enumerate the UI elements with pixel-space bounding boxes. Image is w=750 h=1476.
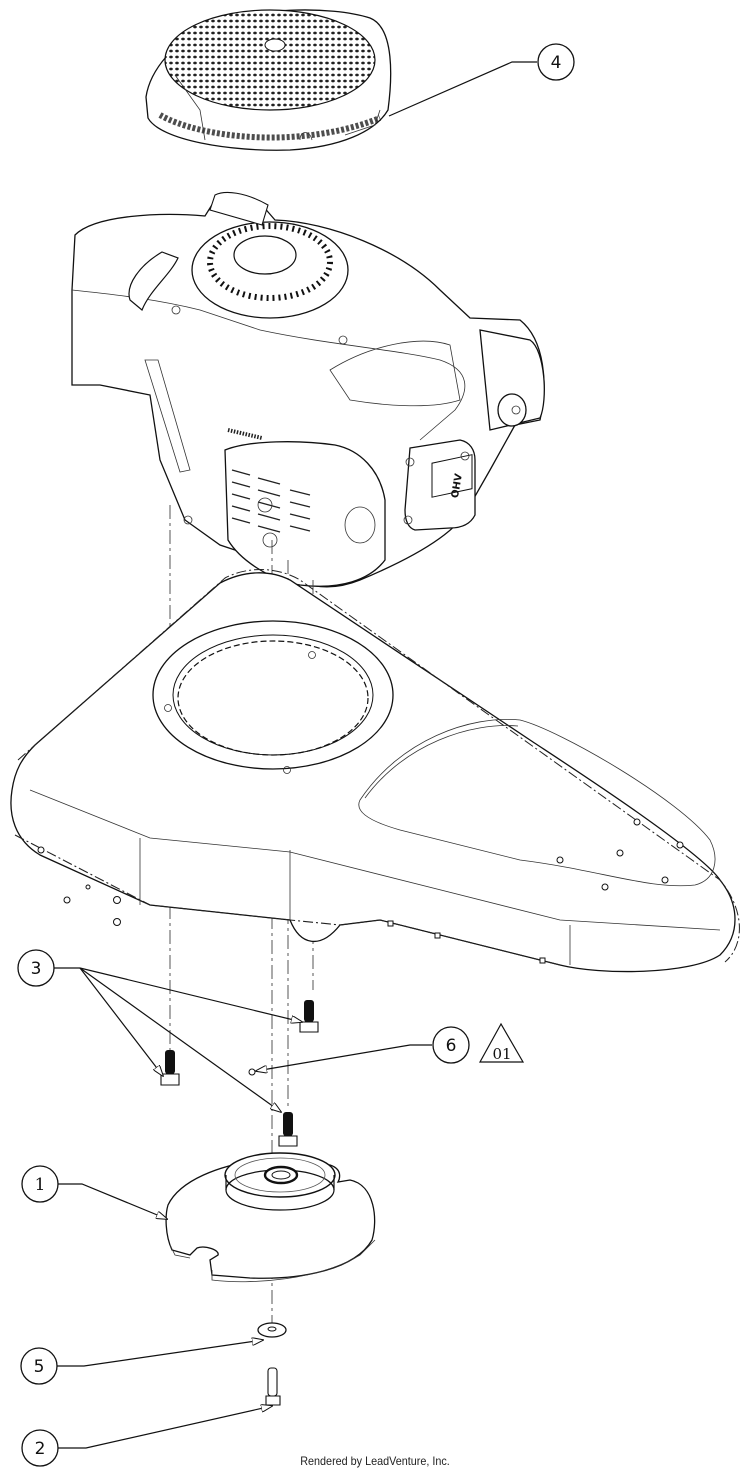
mounting-bolt[interactable] (299, 1000, 319, 1033)
washer[interactable] (257, 1322, 287, 1338)
svg-text:5: 5 (34, 1357, 45, 1377)
deck-housing[interactable] (10, 569, 740, 973)
ohv-badge: OHV (431, 454, 473, 499)
callout-5[interactable]: 5 (20, 1340, 263, 1385)
svg-text:4: 4 (551, 53, 562, 73)
callout-1[interactable]: 1 (21, 1165, 167, 1219)
pin[interactable] (248, 1068, 256, 1076)
engine[interactable]: OHV (71, 191, 545, 588)
center-bolt[interactable] (265, 1367, 281, 1406)
callout-4[interactable]: 4 (388, 43, 575, 117)
svg-text:01: 01 (492, 1045, 511, 1063)
footer-credit: Rendered by LeadVenture, Inc. (300, 1454, 450, 1468)
pulley-plate[interactable] (165, 1152, 376, 1283)
reference-note-triangle: 01 (478, 1022, 525, 1063)
engine-screen[interactable] (145, 9, 392, 151)
svg-text:1: 1 (35, 1175, 46, 1195)
mounting-bolt[interactable] (160, 1050, 180, 1086)
callout-2[interactable]: 2 (21, 1406, 272, 1467)
svg-text:6: 6 (446, 1036, 457, 1056)
mounting-bolt[interactable] (278, 1112, 298, 1147)
callout-3[interactable]: 3 (17, 949, 302, 1112)
svg-text:OHV: OHV (450, 473, 465, 499)
callout-6[interactable]: 6 (256, 1026, 470, 1071)
svg-text:3: 3 (31, 959, 42, 979)
svg-text:2: 2 (35, 1439, 46, 1459)
